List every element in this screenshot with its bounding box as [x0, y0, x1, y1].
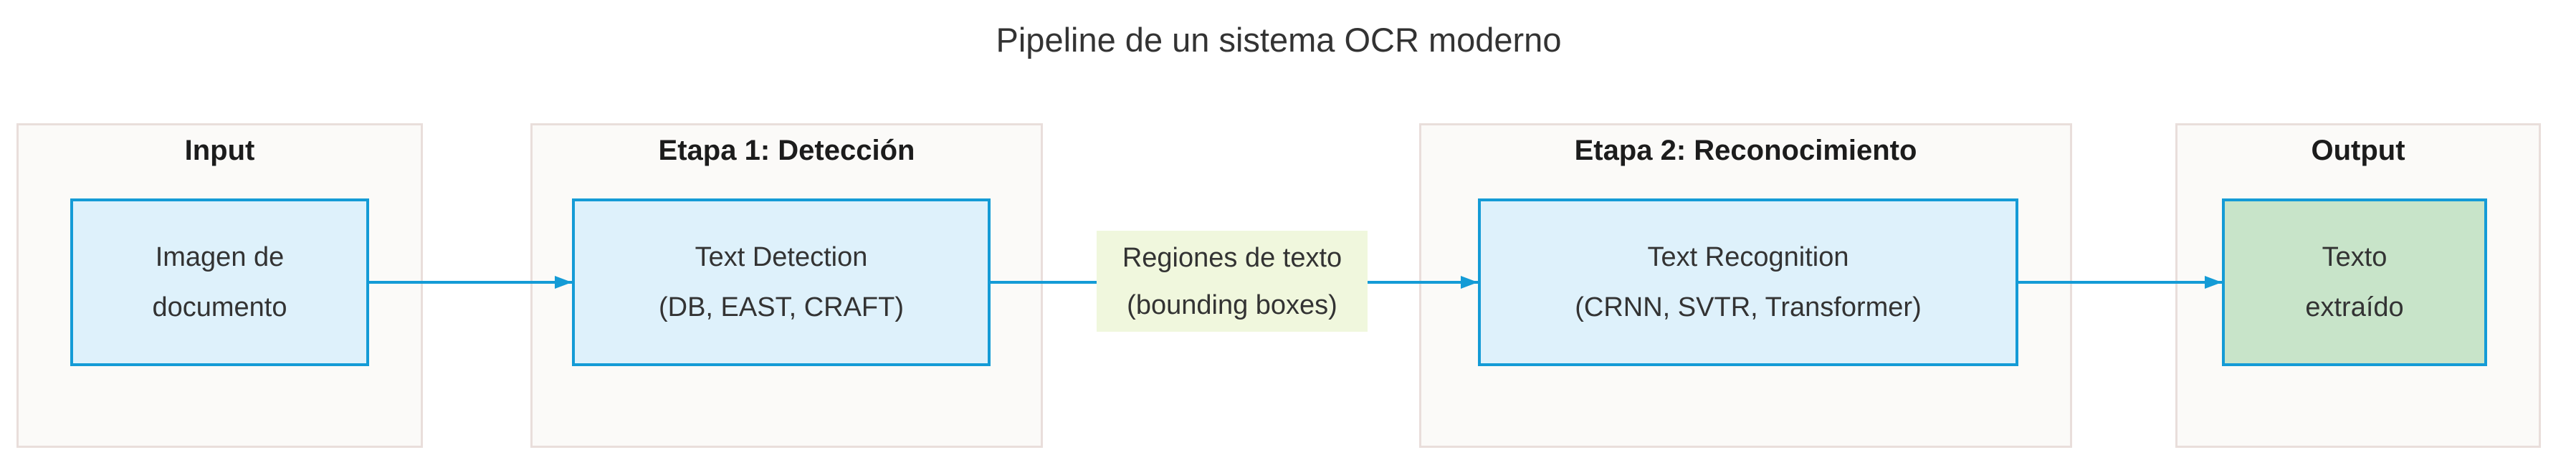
node-imagen-de-documento: Imagen de documento — [70, 198, 369, 366]
node-text-line: Text Recognition — [1647, 242, 1849, 272]
node-text-line: Texto — [2322, 242, 2387, 272]
node-text-line: (CRNN, SVTR, Transformer) — [1575, 292, 1922, 322]
edge-label-regiones-de-texto: Regiones de texto (bounding boxes) — [1097, 231, 1368, 332]
cluster-input-label: Input — [184, 135, 255, 166]
edge-label-line: Regiones de texto — [1122, 242, 1342, 273]
cluster-output-label: Output — [2311, 135, 2405, 166]
cluster-etapa1-label: Etapa 1: Detección — [658, 135, 915, 166]
node-text-line: (DB, EAST, CRAFT) — [658, 292, 905, 322]
node-text-detection: Text Detection (DB, EAST, CRAFT) — [572, 198, 991, 366]
node-text-line: documento — [152, 292, 287, 322]
node-text-line: Text Detection — [695, 242, 868, 272]
diagram-title: Pipeline de un sistema OCR moderno — [996, 21, 1562, 59]
edge-label-line: (bounding boxes) — [1127, 289, 1337, 320]
cluster-etapa2-label: Etapa 2: Reconocimiento — [1574, 135, 1917, 166]
node-text-line: extraído — [2305, 292, 2404, 322]
node-text-recognition: Text Recognition (CRNN, SVTR, Transforme… — [1478, 198, 2018, 366]
node-text-line: Imagen de — [155, 242, 285, 272]
node-texto-extraido: Texto extraído — [2222, 198, 2487, 366]
